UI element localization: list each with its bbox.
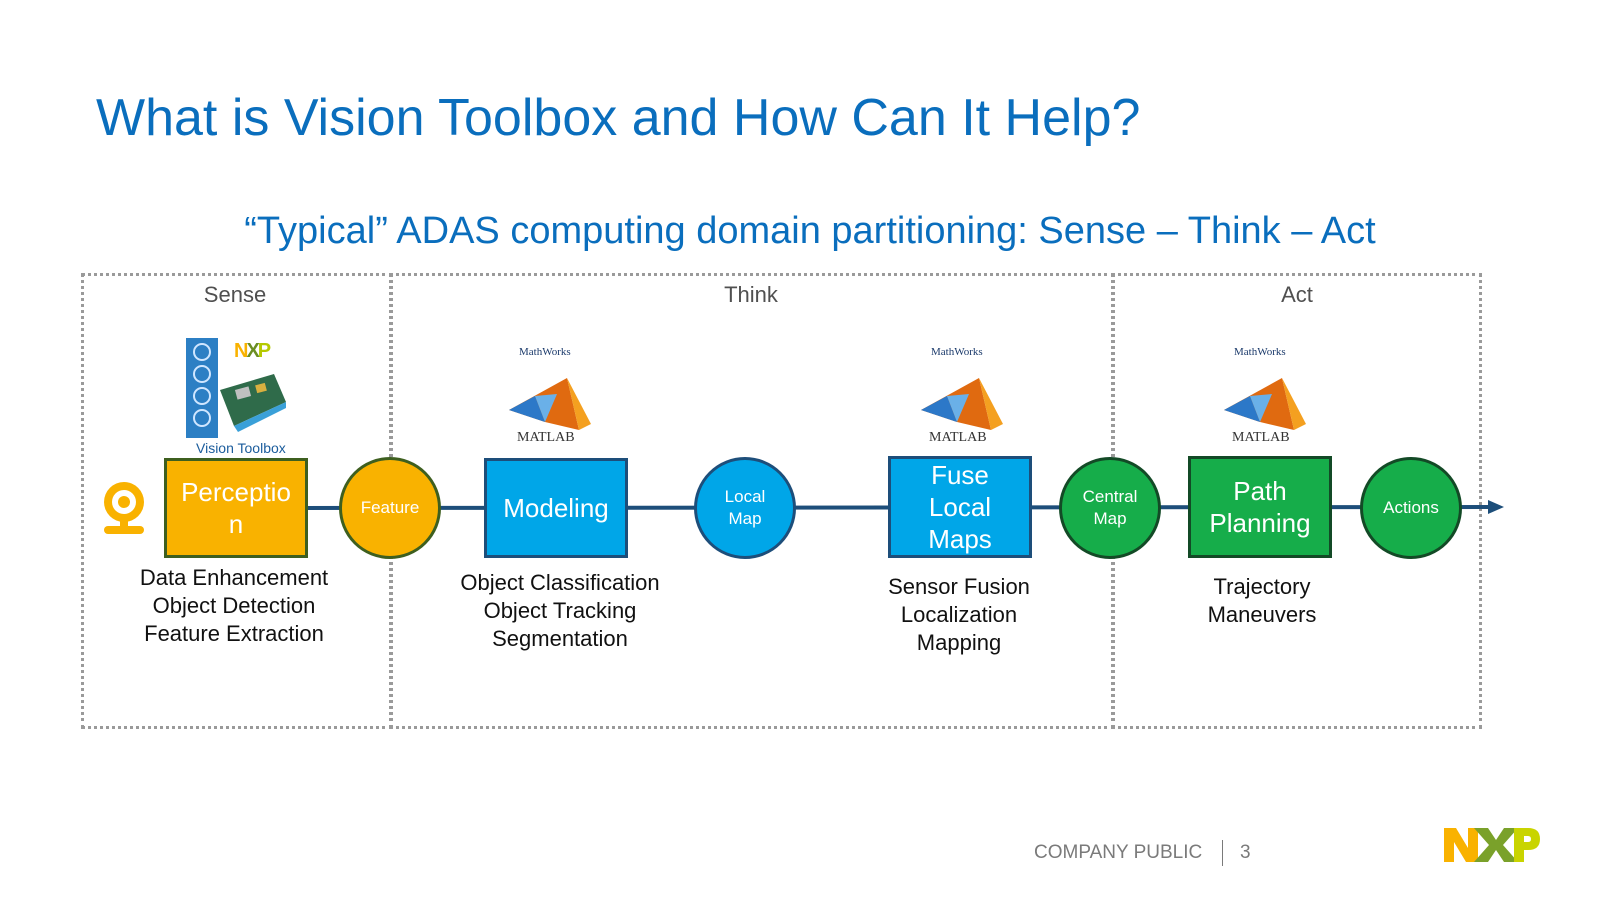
- vision-toolbox-board-icon: [186, 338, 286, 438]
- matlab-membrane-icon: [1224, 378, 1306, 430]
- matlab-membrane-icon: [921, 378, 1003, 430]
- matlab-wordmark: MATLAB: [929, 430, 987, 445]
- matlab-wordmark: MATLAB: [1232, 430, 1290, 445]
- feature-node: Feature: [339, 457, 441, 559]
- fuse-description: Sensor Fusion Localization Mapping: [859, 573, 1059, 657]
- actions-node: Actions: [1360, 457, 1462, 559]
- description-line: Feature Extraction: [144, 621, 324, 646]
- slide-subtitle: “Typical” ADAS computing domain partitio…: [244, 210, 1376, 252]
- slide-title: What is Vision Toolbox and How Can It He…: [96, 89, 1141, 147]
- modeling-block: Modeling: [484, 458, 628, 558]
- vision-toolbox-logo: NXP: [186, 338, 290, 438]
- mathworks-wordmark: MathWorks: [1234, 346, 1286, 358]
- mathworks-wordmark: MathWorks: [519, 346, 571, 358]
- description-line: Segmentation: [492, 626, 628, 651]
- nxp-small-logo: NXP: [234, 340, 271, 362]
- description-line: Trajectory: [1213, 574, 1311, 599]
- modeling-label: Modeling: [503, 493, 609, 523]
- matlab-logo-path: MathWorks MATLAB: [1220, 344, 1310, 448]
- footer-divider: [1222, 840, 1223, 866]
- matlab-membrane-icon: [509, 378, 591, 430]
- page-number: 3: [1240, 842, 1251, 863]
- central-map-label: Central Map: [1082, 487, 1138, 528]
- path-description: Trajectory Maneuvers: [1172, 573, 1352, 629]
- description-line: Object Detection: [152, 593, 316, 618]
- think-region-label: Think: [724, 282, 778, 307]
- description-line: Object Tracking: [483, 598, 637, 623]
- vision-toolbox-caption: Vision Toolbox: [196, 440, 286, 456]
- matlab-logo-fuse: MathWorks MATLAB: [917, 344, 1007, 448]
- description-line: Sensor Fusion: [888, 574, 1030, 599]
- description-line: Mapping: [916, 630, 1002, 655]
- matlab-logo-modeling: MathWorks MATLAB: [505, 344, 595, 448]
- perception-label: Perceptio n: [181, 477, 291, 539]
- path-planning-block: Path Planning: [1188, 456, 1332, 558]
- description-line: Object Classification: [460, 570, 660, 595]
- feature-label: Feature: [360, 498, 420, 517]
- mathworks-wordmark: MathWorks: [931, 346, 983, 358]
- perception-description: Data Enhancement Object Detection Featur…: [124, 564, 344, 648]
- description-line: Localization: [900, 602, 1018, 627]
- camera-icon: [104, 482, 144, 534]
- nxp-logo: [1444, 828, 1540, 862]
- fuse-local-maps-block: Fuse Local Maps: [888, 456, 1032, 558]
- perception-block: Perceptio n: [164, 458, 308, 558]
- modeling-description: Object Classification Object Tracking Se…: [440, 569, 680, 653]
- local-map-label: Local Map: [724, 487, 766, 528]
- local-map-node: Local Map: [694, 457, 796, 559]
- matlab-wordmark: MATLAB: [517, 430, 575, 445]
- path-planning-label: Path Planning: [1209, 476, 1311, 538]
- actions-label: Actions: [1383, 498, 1439, 517]
- sense-region-label: Sense: [203, 282, 267, 307]
- description-line: Data Enhancement: [139, 565, 329, 590]
- footer-classification: COMPANY PUBLIC: [1034, 842, 1203, 863]
- act-region-label: Act: [1281, 282, 1313, 307]
- central-map-node: Central Map: [1059, 457, 1161, 559]
- description-line: Maneuvers: [1207, 602, 1317, 627]
- fuse-local-maps-label: Fuse Local Maps: [928, 460, 992, 554]
